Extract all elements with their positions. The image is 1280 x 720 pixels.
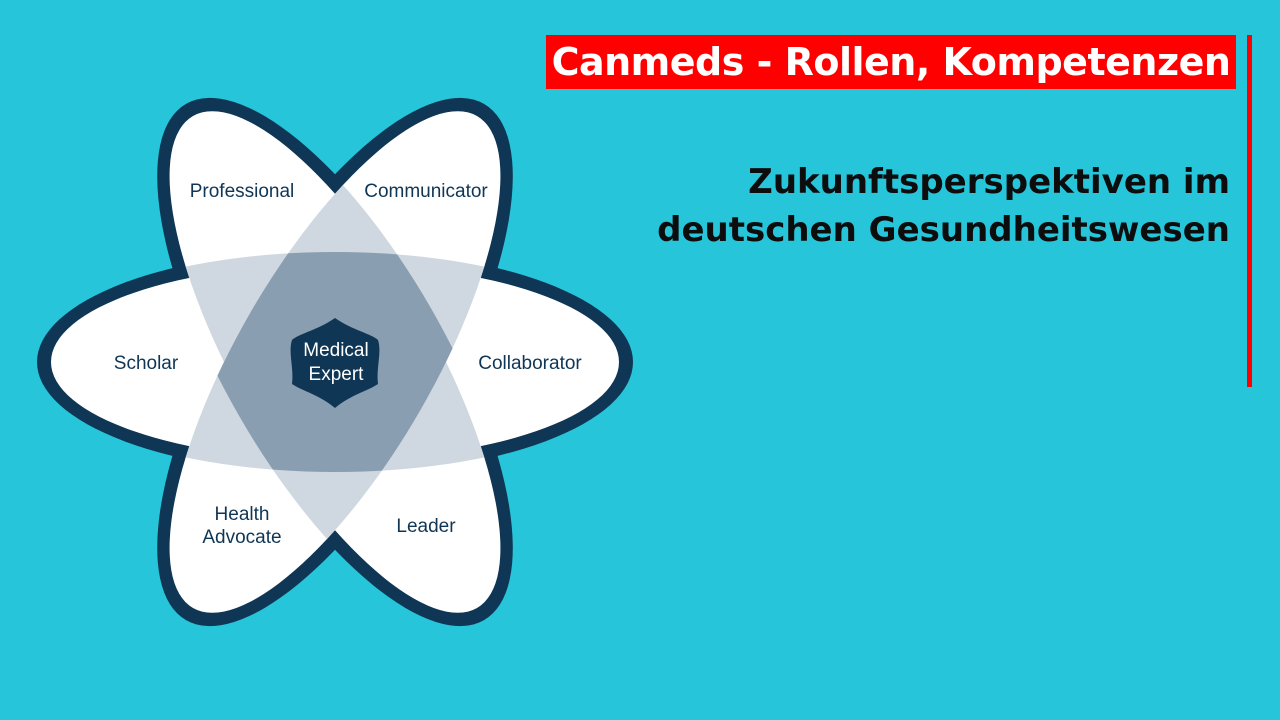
accent-bar bbox=[1247, 35, 1252, 387]
center-label-line-1: Medical bbox=[303, 340, 368, 361]
petal-label-leader: Leader bbox=[396, 516, 456, 537]
center-shape bbox=[290, 318, 380, 408]
canmeds-flower-diagram: Medical Expert Professional Communicator… bbox=[37, 97, 633, 627]
petal-label-advocate: Advocate bbox=[202, 527, 281, 548]
slide-subtitle: Zukunftsperspektiven im deutschen Gesund… bbox=[590, 158, 1230, 254]
petal-label-collaborator: Collaborator bbox=[478, 353, 582, 374]
petal-label-scholar: Scholar bbox=[114, 353, 179, 374]
petal-label-health: Health bbox=[215, 504, 270, 525]
petal-label-professional: Professional bbox=[190, 181, 295, 202]
subtitle-line-2: deutschen Gesundheitswesen bbox=[657, 210, 1230, 250]
slide-title: Canmeds - Rollen, Kompetenzen bbox=[546, 35, 1236, 89]
subtitle-line-1: Zukunftsperspektiven im bbox=[748, 162, 1230, 202]
center-label-line-2: Expert bbox=[309, 364, 365, 385]
petal-label-communicator: Communicator bbox=[364, 181, 488, 202]
